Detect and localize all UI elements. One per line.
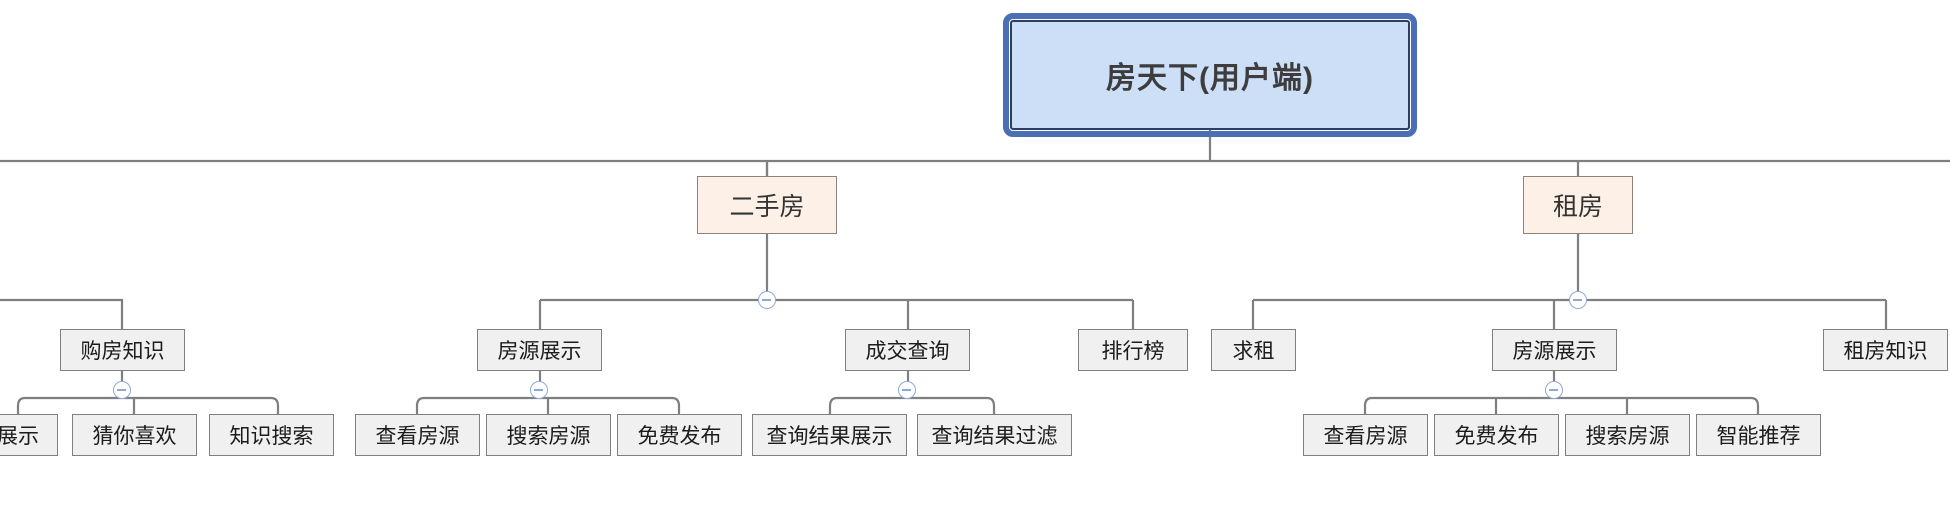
node-ershoufang[interactable]: 二手房 <box>697 176 837 234</box>
node-chaxunjieguozhanshi[interactable]: 查询结果展示 <box>752 414 907 456</box>
node-qiuzu[interactable]: 求租 <box>1211 329 1296 371</box>
collapse-toggle-ershoufang-icon[interactable] <box>758 291 776 309</box>
node-cainixihuan[interactable]: 猜你喜欢 <box>72 414 197 456</box>
node-fangyuanzhanshi-ershoufang-label: 房源展示 <box>497 340 582 363</box>
node-sousuofangyuan-zufang[interactable]: 搜索房源 <box>1565 414 1690 456</box>
collapse-toggle-fangyuanzhanshi-zufang-icon[interactable] <box>1545 381 1563 399</box>
node-chaxunjieguozhanshi-label: 查询结果展示 <box>766 425 893 448</box>
node-cainixihuan-label: 猜你喜欢 <box>92 425 177 448</box>
root-node-fangtianxia[interactable]: 房天下(用户端) <box>1003 13 1417 137</box>
node-zufangzhishi-label: 租房知识 <box>1843 340 1928 363</box>
node-goufangzhishi[interactable]: 购房知识 <box>60 329 185 371</box>
node-zhishisousuo-label: 知识搜索 <box>229 425 314 448</box>
edge-cjcx-bus <box>828 396 996 414</box>
node-zhinengtuijian-label: 智能推荐 <box>1716 425 1801 448</box>
node-chengjiaochaxun[interactable]: 成交查询 <box>845 329 970 371</box>
node-chakanfangyuan-zufang[interactable]: 查看房源 <box>1303 414 1428 456</box>
edge-fyzs2-bus <box>1363 396 1760 414</box>
collapse-toggle-goufangzhishi-icon[interactable] <box>113 381 131 399</box>
edge-to-goufangzhishi <box>0 298 124 329</box>
node-sousuofangyuan-ershoufang[interactable]: 搜索房源 <box>486 414 611 456</box>
node-zhinengtuijian[interactable]: 智能推荐 <box>1696 414 1821 456</box>
node-zhishizhanshi-label: 展示 <box>0 425 39 448</box>
node-chengjiaochaxun-label: 成交查询 <box>865 340 950 363</box>
node-zufang-label: 租房 <box>1552 193 1603 221</box>
node-ershoufang-label: 二手房 <box>729 193 805 221</box>
node-zufang[interactable]: 租房 <box>1523 176 1633 234</box>
collapse-toggle-zufang-icon[interactable] <box>1569 291 1587 309</box>
node-chakanfangyuan-ershoufang-label: 查看房源 <box>375 425 460 448</box>
node-chakanfangyuan-zufang-label: 查看房源 <box>1323 425 1408 448</box>
node-paihangbang-label: 排行榜 <box>1101 340 1165 363</box>
edge-fyzs1-bus <box>415 396 681 414</box>
node-zhishisousuo[interactable]: 知识搜索 <box>209 414 334 456</box>
node-zufangzhishi[interactable]: 租房知识 <box>1823 329 1948 371</box>
node-zhishizhanshi[interactable]: 展示 <box>0 414 58 456</box>
node-fangyuanzhanshi-ershoufang[interactable]: 房源展示 <box>477 329 602 371</box>
node-chaxunjieguoguolv-label: 查询结果过滤 <box>931 425 1058 448</box>
root-node-label: 房天下(用户端) <box>1106 62 1314 95</box>
node-mianfeifabu-zufang-label: 免费发布 <box>1454 425 1539 448</box>
node-mianfeifabu-ershoufang[interactable]: 免费发布 <box>617 414 742 456</box>
node-paihangbang[interactable]: 排行榜 <box>1078 329 1188 371</box>
node-fangyuanzhanshi-zufang-label: 房源展示 <box>1512 340 1597 363</box>
node-mianfeifabu-zufang[interactable]: 免费发布 <box>1434 414 1559 456</box>
node-chaxunjieguoguolv[interactable]: 查询结果过滤 <box>917 414 1072 456</box>
node-qiuzu-label: 求租 <box>1232 340 1275 363</box>
node-mianfeifabu-ershoufang-label: 免费发布 <box>637 425 722 448</box>
node-sousuofangyuan-zufang-label: 搜索房源 <box>1585 425 1670 448</box>
collapse-toggle-chengjiaochaxun-icon[interactable] <box>898 381 916 399</box>
collapse-toggle-fangyuanzhanshi-ershoufang-icon[interactable] <box>530 381 548 399</box>
node-sousuofangyuan-ershoufang-label: 搜索房源 <box>506 425 591 448</box>
edge-goufangzhishi-bus <box>16 396 280 414</box>
node-goufangzhishi-label: 购房知识 <box>80 340 165 363</box>
node-chakanfangyuan-ershoufang[interactable]: 查看房源 <box>355 414 480 456</box>
node-fangyuanzhanshi-zufang[interactable]: 房源展示 <box>1492 329 1617 371</box>
